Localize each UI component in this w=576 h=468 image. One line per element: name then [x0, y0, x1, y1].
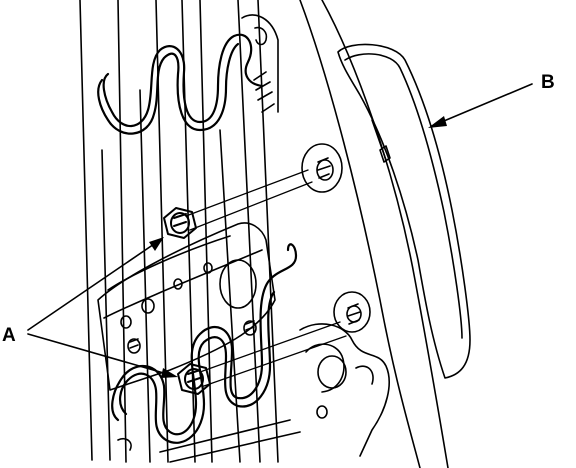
upper-bracket	[241, 14, 279, 113]
leader-lines	[27, 83, 533, 377]
lower-spring	[111, 243, 298, 444]
side-cover	[337, 43, 471, 379]
lower-stud	[333, 291, 371, 333]
callout-label-a: A	[2, 325, 16, 346]
callout-label-b: B	[541, 72, 555, 93]
bottom-frame	[117, 419, 301, 463]
lower-nut	[177, 363, 211, 395]
recliner-bracket	[299, 323, 390, 457]
arrowheads	[149, 116, 447, 378]
upper-nut	[163, 207, 197, 239]
upper-spring	[97, 33, 264, 135]
lower-bracket-plate	[97, 222, 276, 391]
upper-stud	[301, 143, 343, 193]
